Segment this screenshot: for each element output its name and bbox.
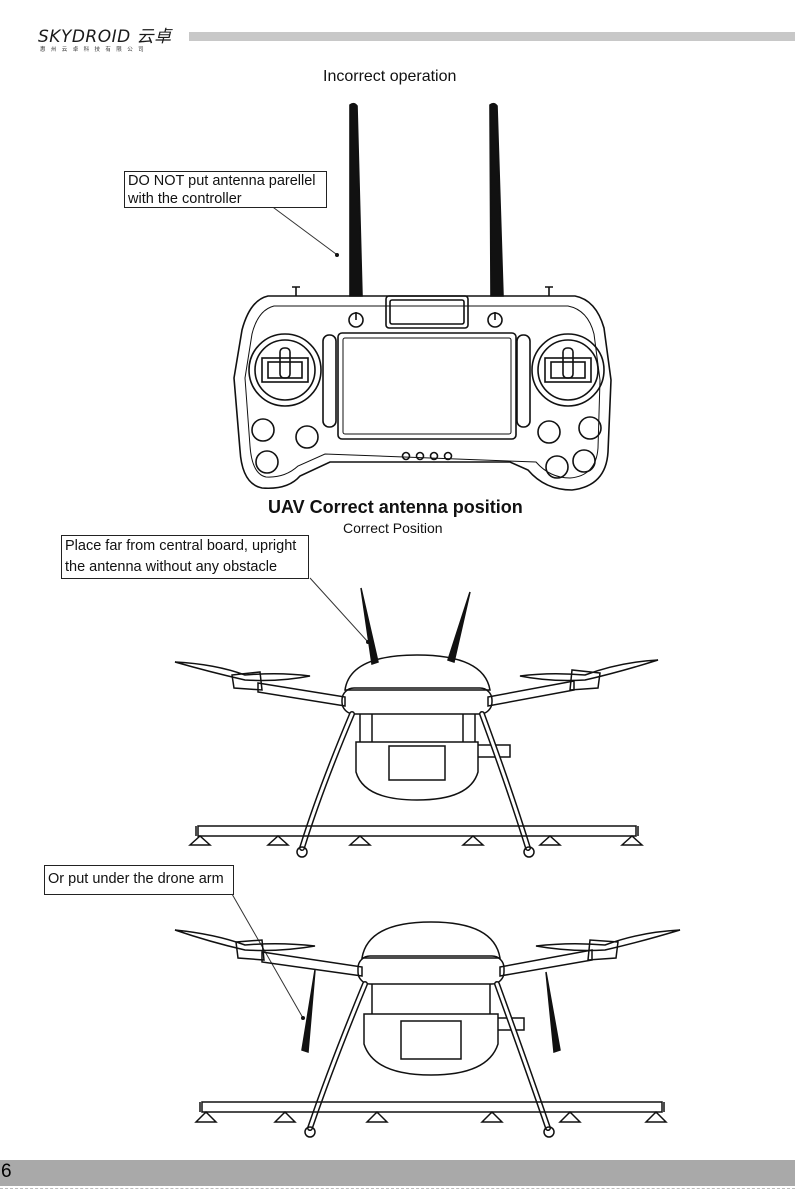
footer-bar xyxy=(0,1160,795,1186)
footer-dashed-line xyxy=(0,1188,795,1189)
page-number: 6 xyxy=(1,1161,12,1183)
